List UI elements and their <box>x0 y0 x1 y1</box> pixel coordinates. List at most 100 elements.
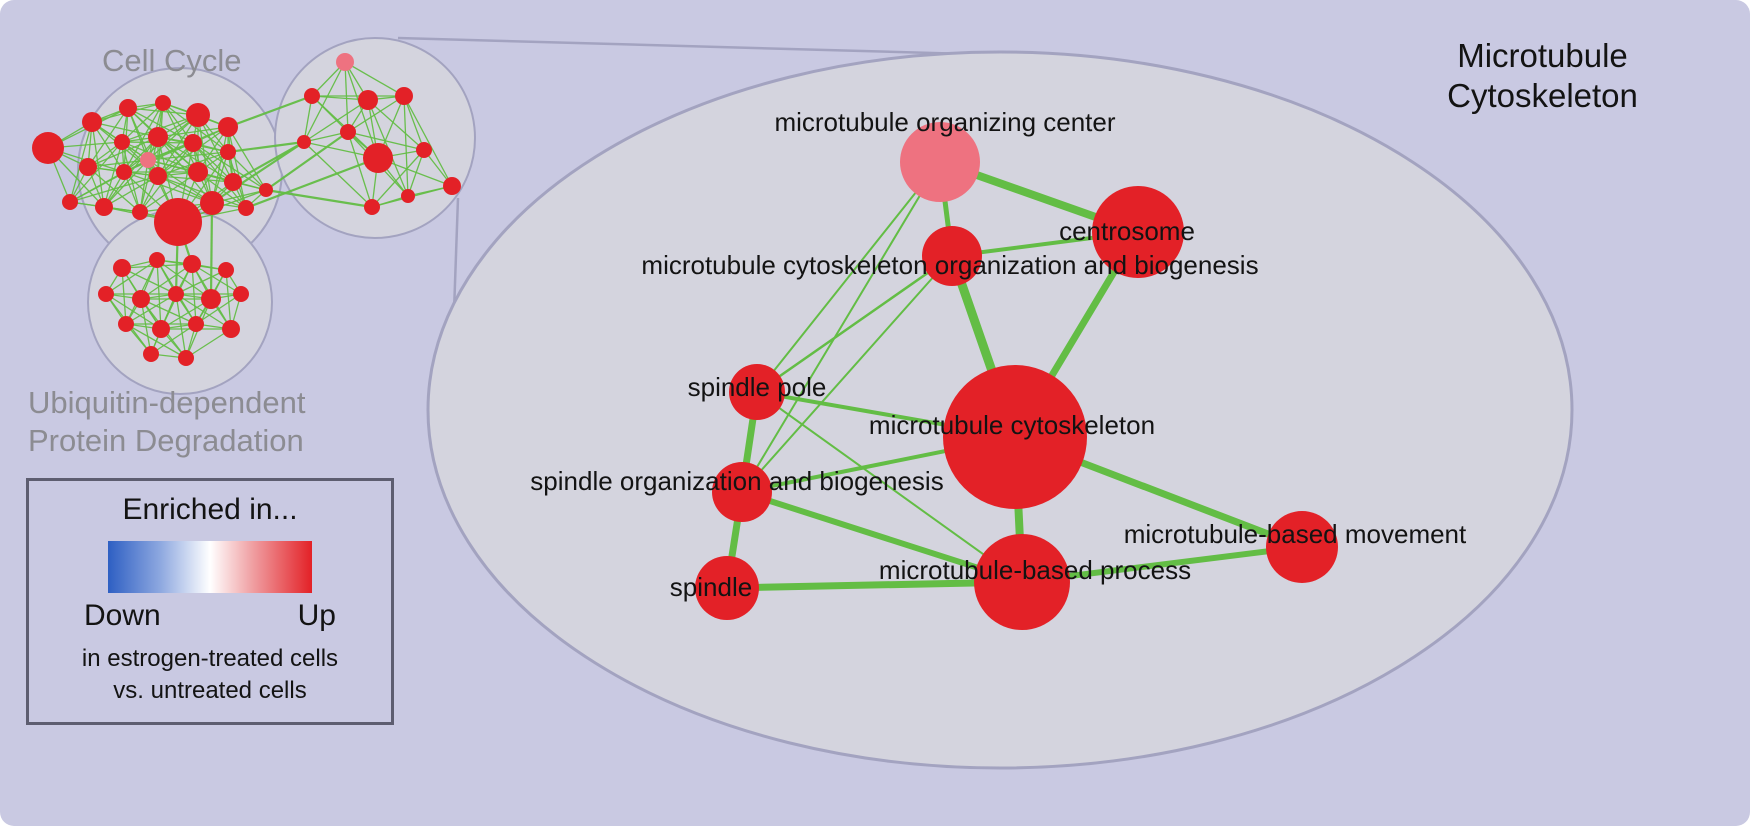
node-label: spindle organization and biogenesis <box>530 466 943 496</box>
overview-edge <box>197 114 213 204</box>
overview-edge <box>227 151 267 191</box>
detail-edge <box>755 254 954 394</box>
overview-node <box>364 199 380 215</box>
overview-node <box>395 87 413 105</box>
overview-node <box>152 320 170 338</box>
overview-node <box>113 259 131 277</box>
overview-node <box>218 262 234 278</box>
overview-edge <box>150 323 197 355</box>
overview-edge <box>87 107 129 168</box>
detail-node <box>1266 511 1338 583</box>
overview-edge <box>87 136 159 168</box>
overview-node <box>188 316 204 332</box>
overview-cross-edge <box>211 141 305 204</box>
detail-node <box>943 365 1087 509</box>
cluster-label-ubiquitin-line1: Ubiquitin-dependent <box>28 385 306 420</box>
detail-node <box>974 534 1070 630</box>
node-label: microtubule cytoskeleton organization an… <box>641 250 1258 280</box>
overview-edge <box>162 102 199 173</box>
overview-node <box>416 142 432 158</box>
cluster-label-cell-cycle: Cell Cycle <box>102 43 242 78</box>
overview-edge <box>139 159 149 213</box>
legend-box: Enriched in... Down Up in estrogen-treat… <box>26 478 394 726</box>
detail-edge <box>741 255 953 493</box>
overview-node <box>358 90 378 110</box>
overview-node <box>238 200 254 216</box>
overview-node <box>363 143 393 173</box>
detail-node <box>922 226 982 286</box>
overview-node <box>155 95 171 111</box>
overview-node <box>32 132 64 164</box>
overview-edge <box>407 149 425 197</box>
detail-cluster-title-line2: Cytoskeleton <box>1447 77 1638 115</box>
overview-edge <box>121 102 164 143</box>
overview-edge <box>87 159 149 168</box>
overview-cross-edge <box>245 156 379 210</box>
detail-nodes <box>695 122 1338 630</box>
detail-node <box>900 122 980 202</box>
overview-edge <box>227 126 247 209</box>
overview-edge <box>371 149 425 208</box>
overview-edge <box>367 99 425 151</box>
overview-node <box>140 152 156 168</box>
overview-edge <box>121 141 141 213</box>
overview-node <box>132 290 150 308</box>
overview-edge <box>123 102 164 173</box>
detail-edge <box>739 489 1025 585</box>
detail-edge <box>756 161 941 393</box>
overview-edge <box>303 141 373 208</box>
overview-edge <box>103 159 149 208</box>
overview-node <box>148 127 168 147</box>
detail-labels: microtubule organizing centercentrosomem… <box>530 107 1467 602</box>
overview-edge <box>347 131 425 151</box>
overview-cross-edge <box>227 94 313 129</box>
detail-edge <box>756 391 1023 583</box>
overview-edge <box>192 142 267 191</box>
node-label: microtubule-based movement <box>1124 519 1467 549</box>
overview-node <box>340 124 356 140</box>
detail-node <box>712 462 772 522</box>
legend-axis-labels: Down Up <box>84 599 336 633</box>
overview-node <box>184 134 202 152</box>
detail-cluster-title-line1: Microtubule <box>1457 37 1628 74</box>
overview-edge <box>175 269 227 295</box>
overview-edge <box>344 61 349 133</box>
detail-edge <box>723 578 1026 592</box>
node-label: microtubule organizing center <box>774 107 1115 137</box>
node-label: microtubule-based process <box>879 555 1191 585</box>
cluster-label-ubiquitin: Ubiquitin-dependent Protein Degradation <box>28 384 306 460</box>
overview-node <box>233 286 249 302</box>
legend-note-line2: vs. untreated cells <box>113 676 307 704</box>
overview-edge <box>191 263 242 295</box>
overview-node <box>114 134 130 150</box>
overview-edge <box>105 259 158 295</box>
overview-node <box>116 164 132 180</box>
overview-node <box>259 183 273 197</box>
overview-edge <box>103 175 159 208</box>
overview-node <box>188 162 208 182</box>
overview-node <box>443 177 461 195</box>
overview-node <box>95 198 113 216</box>
overview-nodes <box>32 53 461 366</box>
overview-edge <box>69 159 149 203</box>
cluster-label-ubiquitin-line2: Protein Degradation <box>28 422 304 458</box>
overview-node <box>62 194 78 210</box>
overview-edge <box>211 126 229 204</box>
detail-node <box>1092 186 1184 278</box>
overview-node <box>297 135 311 149</box>
overview-cross-edge <box>227 140 305 154</box>
overview-node <box>186 103 210 127</box>
overview-edge <box>123 171 213 204</box>
overview-node <box>82 112 102 132</box>
overview-node <box>218 117 238 137</box>
legend-up-label: Up <box>297 599 336 632</box>
overview-edge <box>69 175 159 203</box>
overview-node <box>222 320 240 338</box>
node-label: microtubule cytoskeleton <box>869 410 1155 440</box>
overview-node <box>154 198 202 246</box>
overview-edge <box>91 121 159 138</box>
overview-edge <box>195 293 242 325</box>
overview-node <box>79 158 97 176</box>
